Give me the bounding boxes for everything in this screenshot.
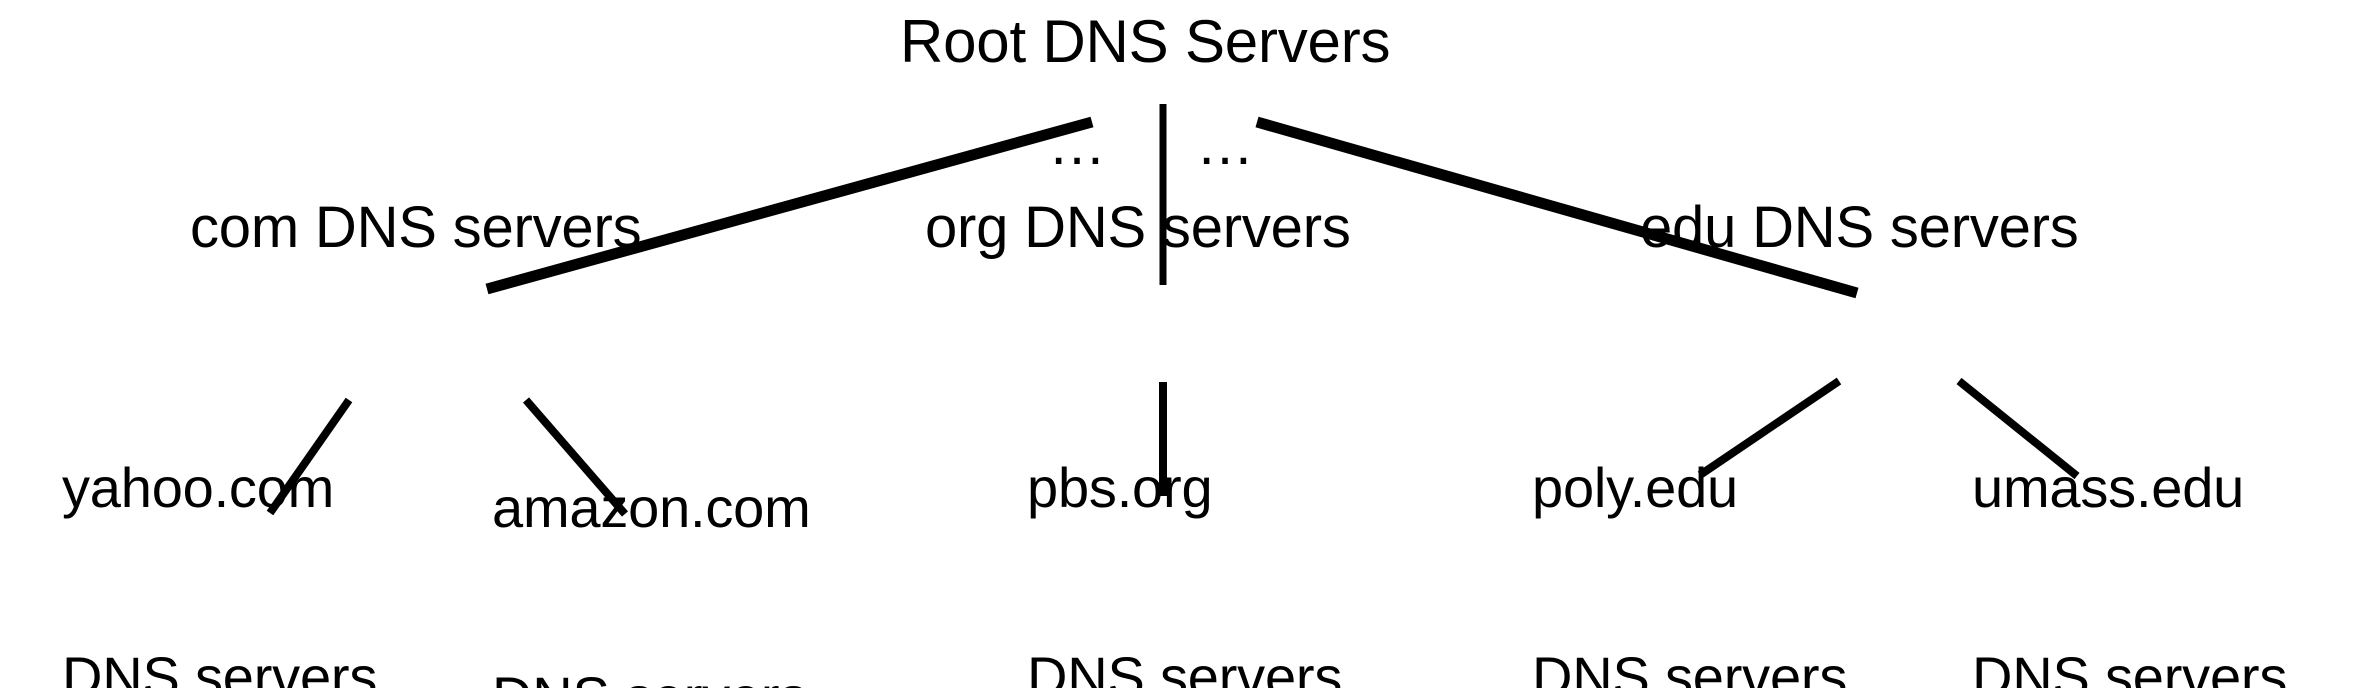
node-pbs-line2: DNS servers [1027,644,1343,688]
edge-edu-to-umass [1956,377,2080,480]
node-yahoo-line2: DNS servers [62,644,378,688]
edge-com-to-amazon [522,397,629,517]
node-amazon-dns-servers: amazon.com DNS servers [492,352,811,688]
node-edu-dns-servers: edu DNS servers [1640,195,2079,260]
node-umass-line1: umass.edu [1972,456,2245,520]
node-umass-line2: DNS servers [1972,644,2288,688]
edge-edu-to-poly [1697,377,1842,479]
edge-root-to-edu [1255,116,1859,299]
node-org-dns-servers: org DNS servers [925,195,1351,260]
ellipsis-left: … [1048,112,1106,177]
edge-root-to-com [485,116,1094,295]
node-poly-dns-servers: poly.edu DNS servers [1532,332,1847,688]
node-pbs-dns-servers: pbs.org DNS servers [1027,332,1342,688]
node-amazon-line1: amazon.com [492,476,811,540]
node-yahoo-dns-servers: yahoo.com DNS servers [62,332,377,688]
node-pbs-line1: pbs.org [1027,456,1213,520]
node-umass-dns-servers: umass.edu DNS servers [1972,332,2287,688]
node-poly-line1: poly.edu [1532,456,1738,520]
node-poly-line2: DNS servers [1532,644,1848,688]
node-root-dns-servers: Root DNS Servers [900,8,1391,75]
node-com-dns-servers: com DNS servers [190,195,642,260]
edge-com-to-yahoo [266,397,353,516]
node-yahoo-line1: yahoo.com [62,456,335,520]
node-amazon-line2: DNS servers [492,665,811,688]
ellipsis-right: … [1196,112,1254,177]
